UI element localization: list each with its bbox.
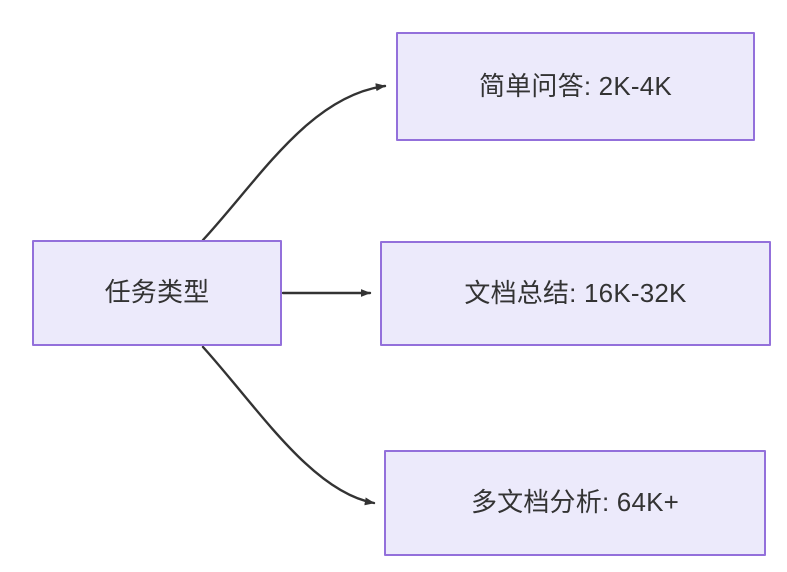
node-multi-doc[interactable]: 多文档分析: 64K+ (384, 450, 766, 556)
node-task-type[interactable]: 任务类型 (32, 240, 282, 346)
node-multi-doc-label: 多文档分析: 64K+ (470, 487, 680, 518)
node-doc-summary[interactable]: 文档总结: 16K-32K (380, 241, 771, 346)
edge-task-type-to-simple-qa (201, 83, 387, 242)
edge-task-type-to-multi-doc (201, 345, 376, 506)
node-simple-qa-label: 简单问答: 2K-4K (479, 70, 672, 101)
node-doc-summary-label: 文档总结: 16K-32K (464, 277, 687, 308)
node-simple-qa[interactable]: 简单问答: 2K-4K (396, 32, 755, 141)
node-task-type-label: 任务类型 (104, 277, 210, 308)
